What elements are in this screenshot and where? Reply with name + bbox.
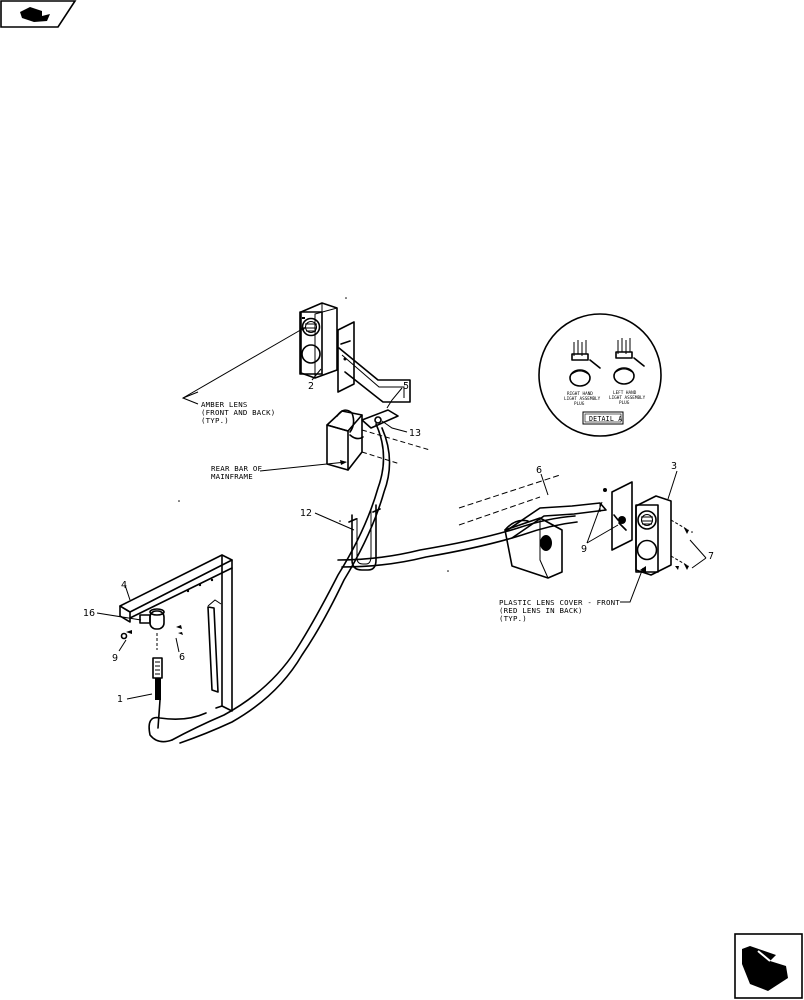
callout-6-right: 6: [536, 465, 542, 476]
note-rear-bar: REAR BAR OF: [211, 464, 262, 473]
note-amber-lens: AMBER LENS: [201, 400, 248, 409]
next-page-arrow-icon[interactable]: [734, 933, 803, 999]
note-plastic-lens: PLASTIC LENS COVER - FRONT: [499, 598, 620, 607]
scan-specks: [178, 297, 693, 572]
callout-6-left: 6: [179, 652, 185, 663]
callout-1: 1: [117, 694, 123, 705]
detail-left-plug: PLUG: [619, 400, 630, 406]
detail-left-assembly: LIGHT ASSEMBLY: [609, 395, 646, 401]
callout-4: 4: [121, 580, 127, 591]
callout-12: 12: [300, 508, 312, 519]
note-plastic-typ: (TYP.): [499, 614, 527, 623]
right-light-assembly: [635, 495, 689, 576]
callout-2: 2: [308, 381, 314, 392]
callout-5: 5: [403, 381, 409, 392]
rear-bar-mainframe: [326, 409, 431, 471]
callout-7: 7: [708, 551, 714, 562]
detail-left-hand: LEFT HAND: [613, 390, 637, 396]
callout-13: 13: [409, 428, 421, 439]
right-mainframe-section: [458, 474, 563, 579]
detail-right-plug: PLUG: [574, 401, 585, 407]
left-bracket-item-5: [337, 321, 411, 403]
right-bracket: [505, 481, 633, 551]
book-nav-icon[interactable]: [0, 0, 77, 28]
detail-a-title: DETAIL A: [589, 415, 622, 423]
detail-right-hand: RIGHT HAND: [567, 391, 593, 397]
callout-9-left: 9: [112, 653, 118, 664]
callout-3: 3: [671, 461, 677, 472]
wire-harness: [148, 423, 578, 744]
u-bolt-item-12: [348, 504, 381, 571]
detail-a-callout: [538, 313, 662, 437]
callout-9-right: 9: [581, 544, 587, 555]
note-red-lens: (RED LENS IN BACK): [499, 606, 583, 615]
left-light-assembly: [299, 302, 338, 379]
note-amber-typ: (TYP.): [201, 416, 229, 425]
detail-right-assembly: LIGHT ASSEMBLY: [564, 396, 601, 402]
callout-16: 16: [83, 608, 95, 619]
note-mainframe: MAINFRAME: [211, 472, 253, 481]
note-amber-front-back: (FRONT AND BACK): [201, 408, 275, 417]
leader-lines: [96, 327, 707, 700]
left-mount-stand: [119, 554, 233, 712]
